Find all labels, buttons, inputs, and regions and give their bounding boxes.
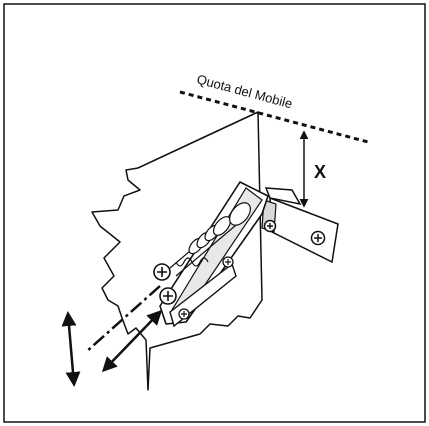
screw-icon — [159, 287, 177, 305]
reference-line — [179, 90, 369, 144]
figure-border — [3, 3, 426, 423]
quota-label: Quota del Mobile — [195, 71, 294, 111]
axis-line — [85, 285, 161, 353]
screw-icon — [263, 219, 277, 233]
double-arrow-icon — [61, 311, 81, 387]
dimension-label: X — [314, 162, 326, 182]
screw-icon — [310, 230, 326, 246]
double-arrow-icon — [101, 309, 163, 373]
screw-icon — [153, 263, 171, 281]
hanger-mechanism — [159, 181, 269, 328]
